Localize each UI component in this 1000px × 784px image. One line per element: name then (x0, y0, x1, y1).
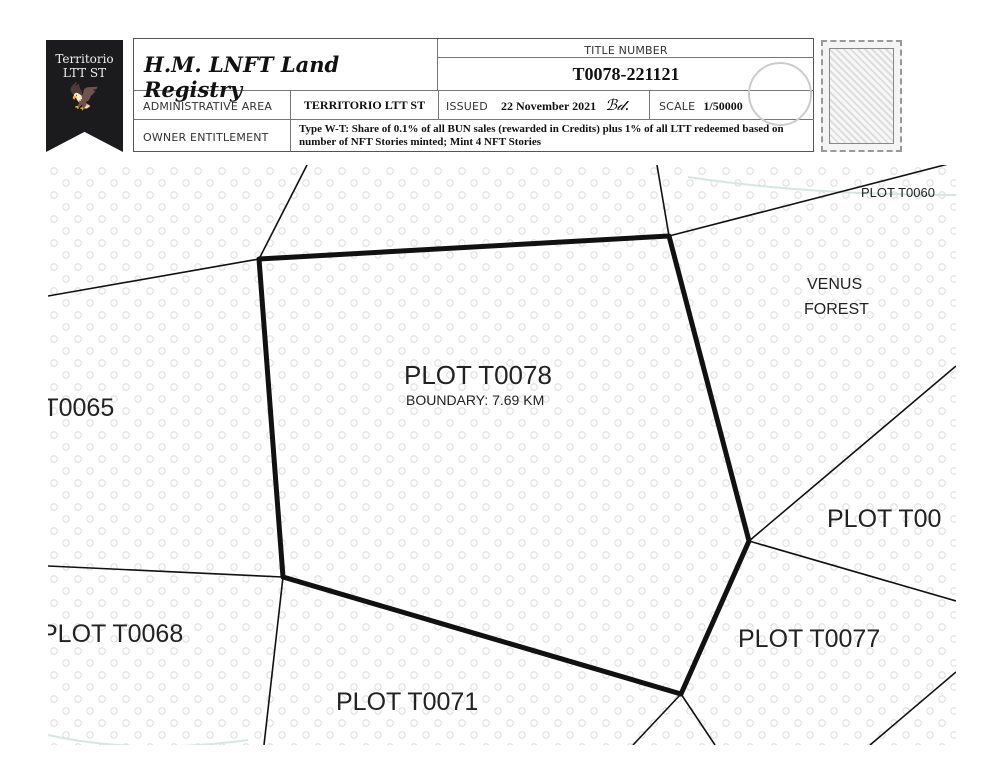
river-line (687, 176, 956, 196)
signature-icon: ℬ𝒹. (605, 96, 630, 114)
plot-map[interactable]: PLOT T0078 BOUNDARY: 7.69 KM PLOT T0065 … (48, 165, 956, 745)
scale-value: 1/50000 (703, 99, 743, 113)
admin-area-label: ADMINISTRATIVE AREA (143, 100, 273, 113)
plot-t0071-label: PLOT T0071 (336, 688, 479, 716)
logo-line2: LTT ST (62, 66, 107, 80)
admin-area-value: TERRITORIO LTT ST (291, 91, 438, 120)
venus-forest-label-1: VENUS (807, 276, 863, 293)
owner-label-cell: OWNER ENTITLEMENT (134, 120, 291, 152)
title-number-label-cell: TITLE NUMBER (438, 39, 814, 58)
river-line (48, 734, 249, 745)
scale-label: SCALE (659, 100, 696, 113)
title-header: H.M. LNFT Land Registry TITLE NUMBER T00… (133, 38, 814, 152)
boundary-label: BOUNDARY: 7.69 KM (406, 392, 545, 408)
issued-label: ISSUED (446, 100, 488, 113)
postage-stamp-icon (821, 40, 902, 152)
map-canvas (48, 165, 956, 745)
main-plot-label: PLOT T0078 (404, 360, 552, 390)
title-number-label: TITLE NUMBER (584, 44, 668, 57)
registry-title: H.M. LNFT Land Registry (144, 52, 340, 102)
venus-forest-label-2: FOREST (804, 301, 869, 318)
registry-title-cell: H.M. LNFT Land Registry (134, 39, 438, 102)
owner-entitlement-label: OWNER ENTITLEMENT (143, 131, 269, 144)
title-number: T0078-221121 (438, 58, 814, 91)
neighbor-boundaries (48, 165, 956, 745)
eagle-icon: 🦅 (68, 82, 101, 112)
plot-t00-label: PLOT T00 (827, 505, 942, 533)
plot-t0078-boundary[interactable] (256, 233, 752, 697)
owner-entitlement-value: Type W-T: Share of 0.1% of all BUN sales… (299, 123, 784, 148)
plot-t0060-label: PLOT T0060 (861, 185, 935, 200)
issued-date: 22 November 2021 (500, 99, 597, 113)
plot-t0077-label: PLOT T0077 (738, 625, 881, 653)
logo-line1: Territorio (55, 52, 114, 66)
plot-t0065-label: PLOT T0065 (48, 394, 115, 422)
plot-t0068-label: PLOT T0068 (48, 620, 184, 648)
scale-cell: SCALE 1/50000 (650, 91, 814, 120)
issued-cell: ISSUED 22 November 2021 ℬ𝒹. (438, 91, 650, 120)
territorio-banner-logo: Territorio LTT ST 🦅 (46, 40, 123, 152)
official-seal-icon (748, 62, 812, 126)
admin-area-label-cell: ADMINISTRATIVE AREA (134, 91, 291, 120)
map-texture (48, 165, 956, 745)
